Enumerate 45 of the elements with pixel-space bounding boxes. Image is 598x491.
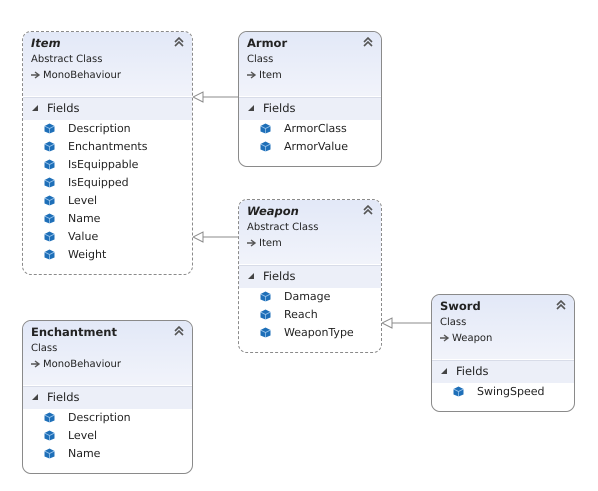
inheritance-arrow: [192, 92, 238, 102]
field-name: Damage: [284, 290, 330, 304]
field-name: IsEquippable: [68, 158, 138, 172]
field-name: Value: [68, 230, 98, 244]
base-class-name: Item: [259, 237, 282, 251]
section-header: Fields: [47, 390, 80, 404]
class-kind: Class: [31, 342, 58, 356]
class-kind: Class: [440, 316, 466, 330]
field-name: Weight: [68, 248, 106, 262]
class-box: [238, 31, 382, 167]
class-box: [22, 31, 193, 275]
field-name: Level: [68, 194, 98, 208]
section-header: Fields: [263, 101, 296, 115]
section-header: Fields: [263, 269, 296, 283]
field-name: Name: [68, 447, 100, 461]
class-kind: Class: [247, 53, 274, 67]
section-header: Fields: [456, 364, 489, 378]
field-name: IsEquipped: [68, 176, 129, 190]
inheritance-arrow: [192, 232, 238, 242]
field-name: WeaponType: [284, 326, 354, 340]
class-name: Sword: [440, 299, 481, 313]
field-name: ArmorValue: [284, 140, 348, 154]
base-class-name: MonoBehaviour: [43, 358, 121, 372]
class-name: Enchantment: [31, 325, 117, 339]
base-class-name: Weapon: [452, 332, 492, 346]
base-class-name: Item: [259, 69, 282, 83]
inheritance-arrow: [382, 318, 432, 328]
field-name: SwingSpeed: [477, 385, 544, 399]
field-name: Name: [68, 212, 100, 226]
class-name: Item: [31, 36, 61, 50]
class-name: Weapon: [247, 204, 299, 218]
class-box: [431, 294, 575, 412]
field-name: Enchantments: [68, 140, 148, 154]
class-kind: Abstract Class: [31, 53, 102, 67]
field-name: ArmorClass: [284, 122, 347, 136]
class-kind: Abstract Class: [247, 221, 318, 235]
field-name: Description: [68, 122, 131, 136]
section-header: Fields: [47, 101, 80, 115]
class-box: [238, 199, 382, 353]
field-name: Level: [68, 429, 98, 443]
base-class-name: MonoBehaviour: [43, 69, 121, 83]
field-name: Description: [68, 411, 131, 425]
class-box: [22, 320, 193, 474]
field-name: Reach: [284, 308, 318, 322]
class-name: Armor: [247, 36, 288, 50]
